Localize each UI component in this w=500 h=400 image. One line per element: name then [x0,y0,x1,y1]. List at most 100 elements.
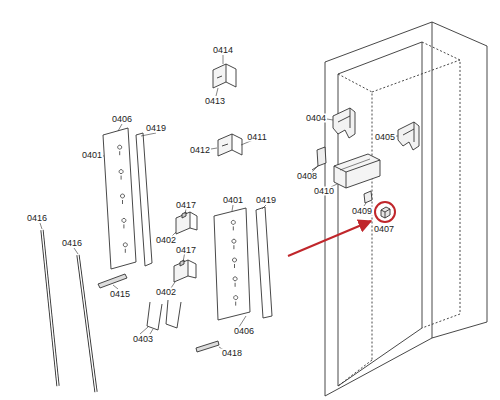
clip [364,191,372,203]
leader-line [232,205,233,211]
callout-number: 0406 [233,327,255,336]
door-panel [103,128,136,269]
trim-strip [256,207,272,318]
leader-line [140,327,153,334]
highlight-callout [288,202,395,256]
door-panel [214,208,250,320]
callout-number: 0401 [222,196,244,205]
handle [147,302,162,330]
hinge-bracket [174,260,188,282]
hinge-bar [196,341,219,352]
hinge-bracket [174,212,197,282]
leader-line [185,209,186,214]
mounting-clip [213,64,236,88]
hinge-bar [98,274,127,288]
bin-tray [334,160,380,188]
door-panel [214,208,250,320]
keyhole-row [118,145,128,253]
callout-number: 0406 [111,115,133,124]
door-panel [103,128,136,269]
shelf-bracket [338,108,350,128]
shelf-bracket [333,108,355,138]
callout-number: 0407 [373,225,395,234]
callout-number: 0402 [155,236,177,245]
callout-number: 0403 [132,335,154,344]
keyhole-row [122,218,126,228]
callout-number: 0417 [175,201,197,210]
bin-tray [334,154,380,188]
callout-number: 0419 [145,124,167,133]
shelf-bracket [333,108,355,138]
keyhole-row [231,220,237,305]
mounting-clip [218,134,232,156]
mounting-clip [217,76,222,78]
highlight-callout [288,221,371,256]
hinge-bracket [190,212,197,230]
bin-tray [334,154,380,188]
seal-rod [78,255,96,392]
seal-rod [78,255,96,392]
mounting-clip [222,144,228,146]
leader-line [239,316,246,327]
cabinet-housing [325,22,487,396]
callout-number: 0410 [313,187,335,196]
callout-number: 0405 [374,133,396,142]
trim-strip [136,133,152,266]
hinge-bar [98,274,127,288]
leader-line [223,55,224,64]
leader-line [141,133,156,136]
callout-number: 0418 [221,349,243,358]
shelf-bracket [398,122,419,150]
cabinet-housing [432,22,433,338]
mounting-clip [232,134,242,155]
leader-line [118,124,122,131]
clip [364,191,372,203]
callout-number: 0416 [61,239,83,248]
handle [147,300,181,330]
hinge-bracket [176,212,190,234]
callout-number: 0413 [204,97,226,106]
cover-plate [312,147,326,170]
hinge-bar [196,341,219,352]
keyhole-row [233,258,237,268]
callout-number: 0409 [351,207,373,216]
callout-number: 0419 [255,196,277,205]
handle [166,300,181,328]
leader-line [216,88,218,96]
cabinet-housing [338,42,422,386]
leader-line [113,285,118,289]
keyhole-row [119,170,123,180]
shelf-bracket [403,122,414,142]
callout-number: 0411 [246,133,267,142]
keyhole-row [233,277,237,287]
callout-number: 0417 [175,246,197,255]
callout-number: 0415 [109,290,131,299]
cabinet-housing [325,22,487,396]
hinge-bracket [188,260,196,278]
callout-number: 0402 [155,288,177,297]
leader-line [40,223,42,229]
cabinet-housing [338,360,372,386]
highlight-callout [375,202,395,222]
mounting-clip [218,134,242,156]
mounting-clip [213,64,226,88]
seal-rod [42,230,96,392]
bin-tray [340,159,370,170]
small-cube [381,207,390,218]
small-cube [381,207,390,218]
seal-rod [42,230,58,386]
leader-line [40,55,398,350]
callout-number: 0408 [296,172,318,181]
callout-number: 0412 [189,146,211,155]
trim-strip [136,133,152,266]
cabinet-housing [338,42,460,360]
seal-rod [42,230,58,386]
keyhole-row [123,243,127,253]
callout-number: 0414 [212,46,234,55]
shelf-bracket [398,122,419,150]
callout-number: 0401 [81,151,103,160]
keyhole-row [234,296,238,306]
trim-strip [256,207,272,318]
keyhole-row [118,145,122,155]
